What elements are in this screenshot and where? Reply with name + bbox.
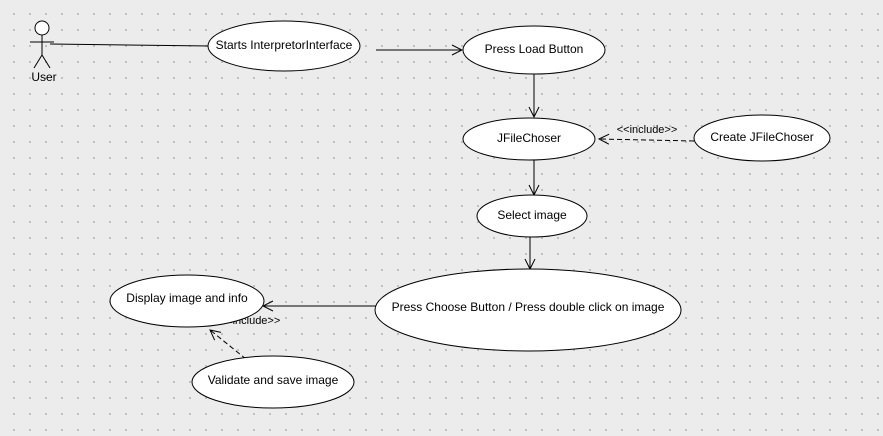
- svg-text:Starts InterpretorInterface: Starts InterpretorInterface: [216, 38, 353, 52]
- use-case-press-load-button[interactable]: Press Load Button: [462, 25, 606, 75]
- svg-text:Press Load Button: Press Load Button: [485, 42, 584, 56]
- svg-text:Validate and save image: Validate and save image: [208, 373, 339, 387]
- svg-text:JFileChoser: JFileChoser: [497, 131, 561, 145]
- svg-text:Press Choose Button / Press do: Press Choose Button / Press double click…: [392, 300, 665, 314]
- svg-text:Display image and info: Display image and info: [126, 291, 248, 305]
- actor-label: User: [31, 70, 56, 84]
- use-case-press-choose-button[interactable]: Press Choose Button / Press double click…: [374, 268, 682, 352]
- stick-figure-icon: [30, 20, 54, 69]
- include-arrow-validate-save: [210, 330, 247, 360]
- svg-text:Create JFileChoser: Create JFileChoser: [710, 130, 813, 144]
- svg-text:Select image: Select image: [497, 208, 567, 222]
- include-arrow-create-jfilechoser: [599, 139, 695, 141]
- include-stereotype-label: <<include>>: [617, 124, 678, 136]
- use-case-display-image-info[interactable]: Display image and info: [109, 274, 265, 328]
- use-case-validate-save-image[interactable]: Validate and save image: [191, 355, 355, 409]
- use-case-select-image[interactable]: Select image: [476, 194, 588, 238]
- use-case-create-jfilechoser[interactable]: Create JFileChoser: [693, 114, 831, 162]
- user-actor[interactable]: User: [30, 20, 57, 84]
- use-case-starts-interpretor[interactable]: Starts InterpretorInterface: [207, 20, 361, 72]
- association-line: [49, 43, 211, 47]
- use-case-jfilechoser[interactable]: JFileChoser: [462, 117, 596, 161]
